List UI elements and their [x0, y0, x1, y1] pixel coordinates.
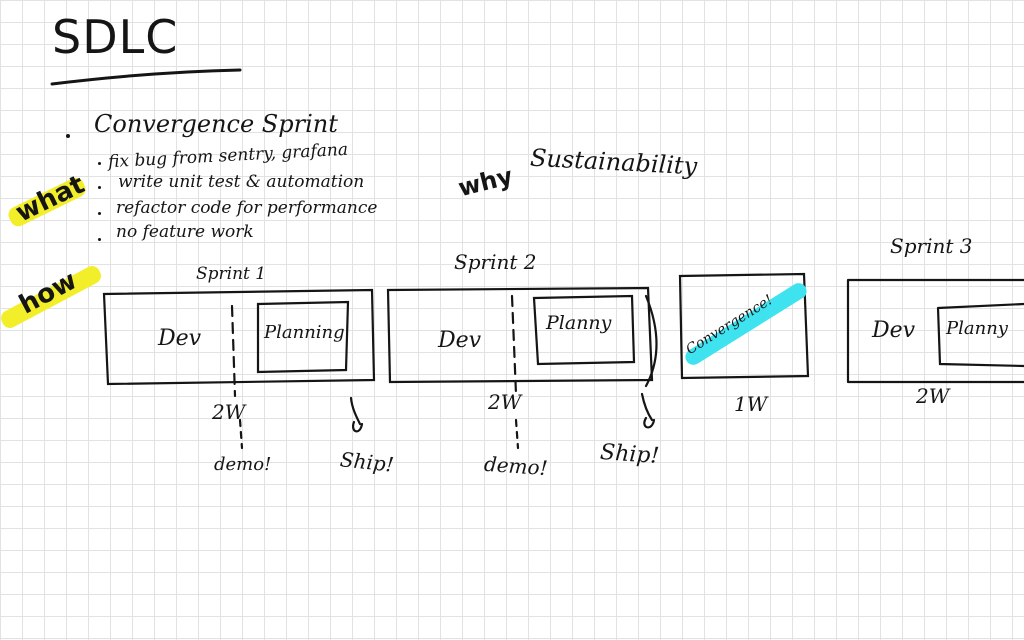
sprint1-duration: 2W	[212, 400, 246, 424]
sprint1-label: Sprint 1	[196, 264, 267, 284]
sprint1-planning: Planning	[264, 322, 345, 343]
bullet-dot	[66, 134, 70, 138]
sprint2-planning: Planny	[546, 312, 612, 334]
page-title: SDLC	[52, 10, 179, 64]
bullet-dot	[98, 238, 101, 241]
sprint1-demo: demo!	[214, 454, 272, 475]
sprint1-divider	[230, 304, 237, 398]
sprint3-planning: Planny	[946, 318, 1008, 339]
convergence-duration: 1W	[734, 392, 768, 416]
bullet-dot	[98, 162, 101, 165]
sprint2-box	[386, 286, 654, 384]
sprint1-dev: Dev	[158, 326, 202, 351]
sprint2-bracket	[644, 294, 658, 388]
sprint3-dev: Dev	[872, 318, 916, 343]
convergence-heading: Convergence Sprint	[94, 110, 338, 138]
sprint2-ship-flag	[640, 392, 656, 429]
sprint1-box	[102, 288, 376, 386]
sprint2-inner-box	[532, 294, 636, 366]
sprint3-inner-box	[936, 302, 1024, 368]
sprint2-label: Sprint 2	[454, 250, 537, 274]
sprint1-inner-box	[256, 300, 350, 374]
list-item: no feature work	[116, 222, 254, 242]
list-item: write unit test & automation	[118, 172, 365, 192]
sprint3-label: Sprint 3	[890, 234, 973, 258]
list-item: refactor code for performance	[116, 198, 378, 218]
bullet-dot	[98, 186, 101, 189]
sprint1-ship-flag	[349, 396, 364, 433]
sprint2-duration: 2W	[488, 390, 522, 414]
sprint1-demo-tick	[238, 418, 244, 450]
sprint2-divider	[510, 294, 518, 396]
bullet-dot	[98, 212, 101, 215]
sprint2-demo: demo!	[483, 451, 549, 481]
sprint2-dev: Dev	[438, 328, 482, 353]
sprint1-ship: Ship!	[338, 447, 395, 477]
convergence-box	[678, 272, 810, 380]
sprint2-ship: Ship!	[599, 439, 661, 470]
sprint3-box	[846, 278, 1024, 384]
sprint2-demo-tick	[514, 418, 520, 450]
sprint3-duration: 2W	[916, 384, 950, 408]
